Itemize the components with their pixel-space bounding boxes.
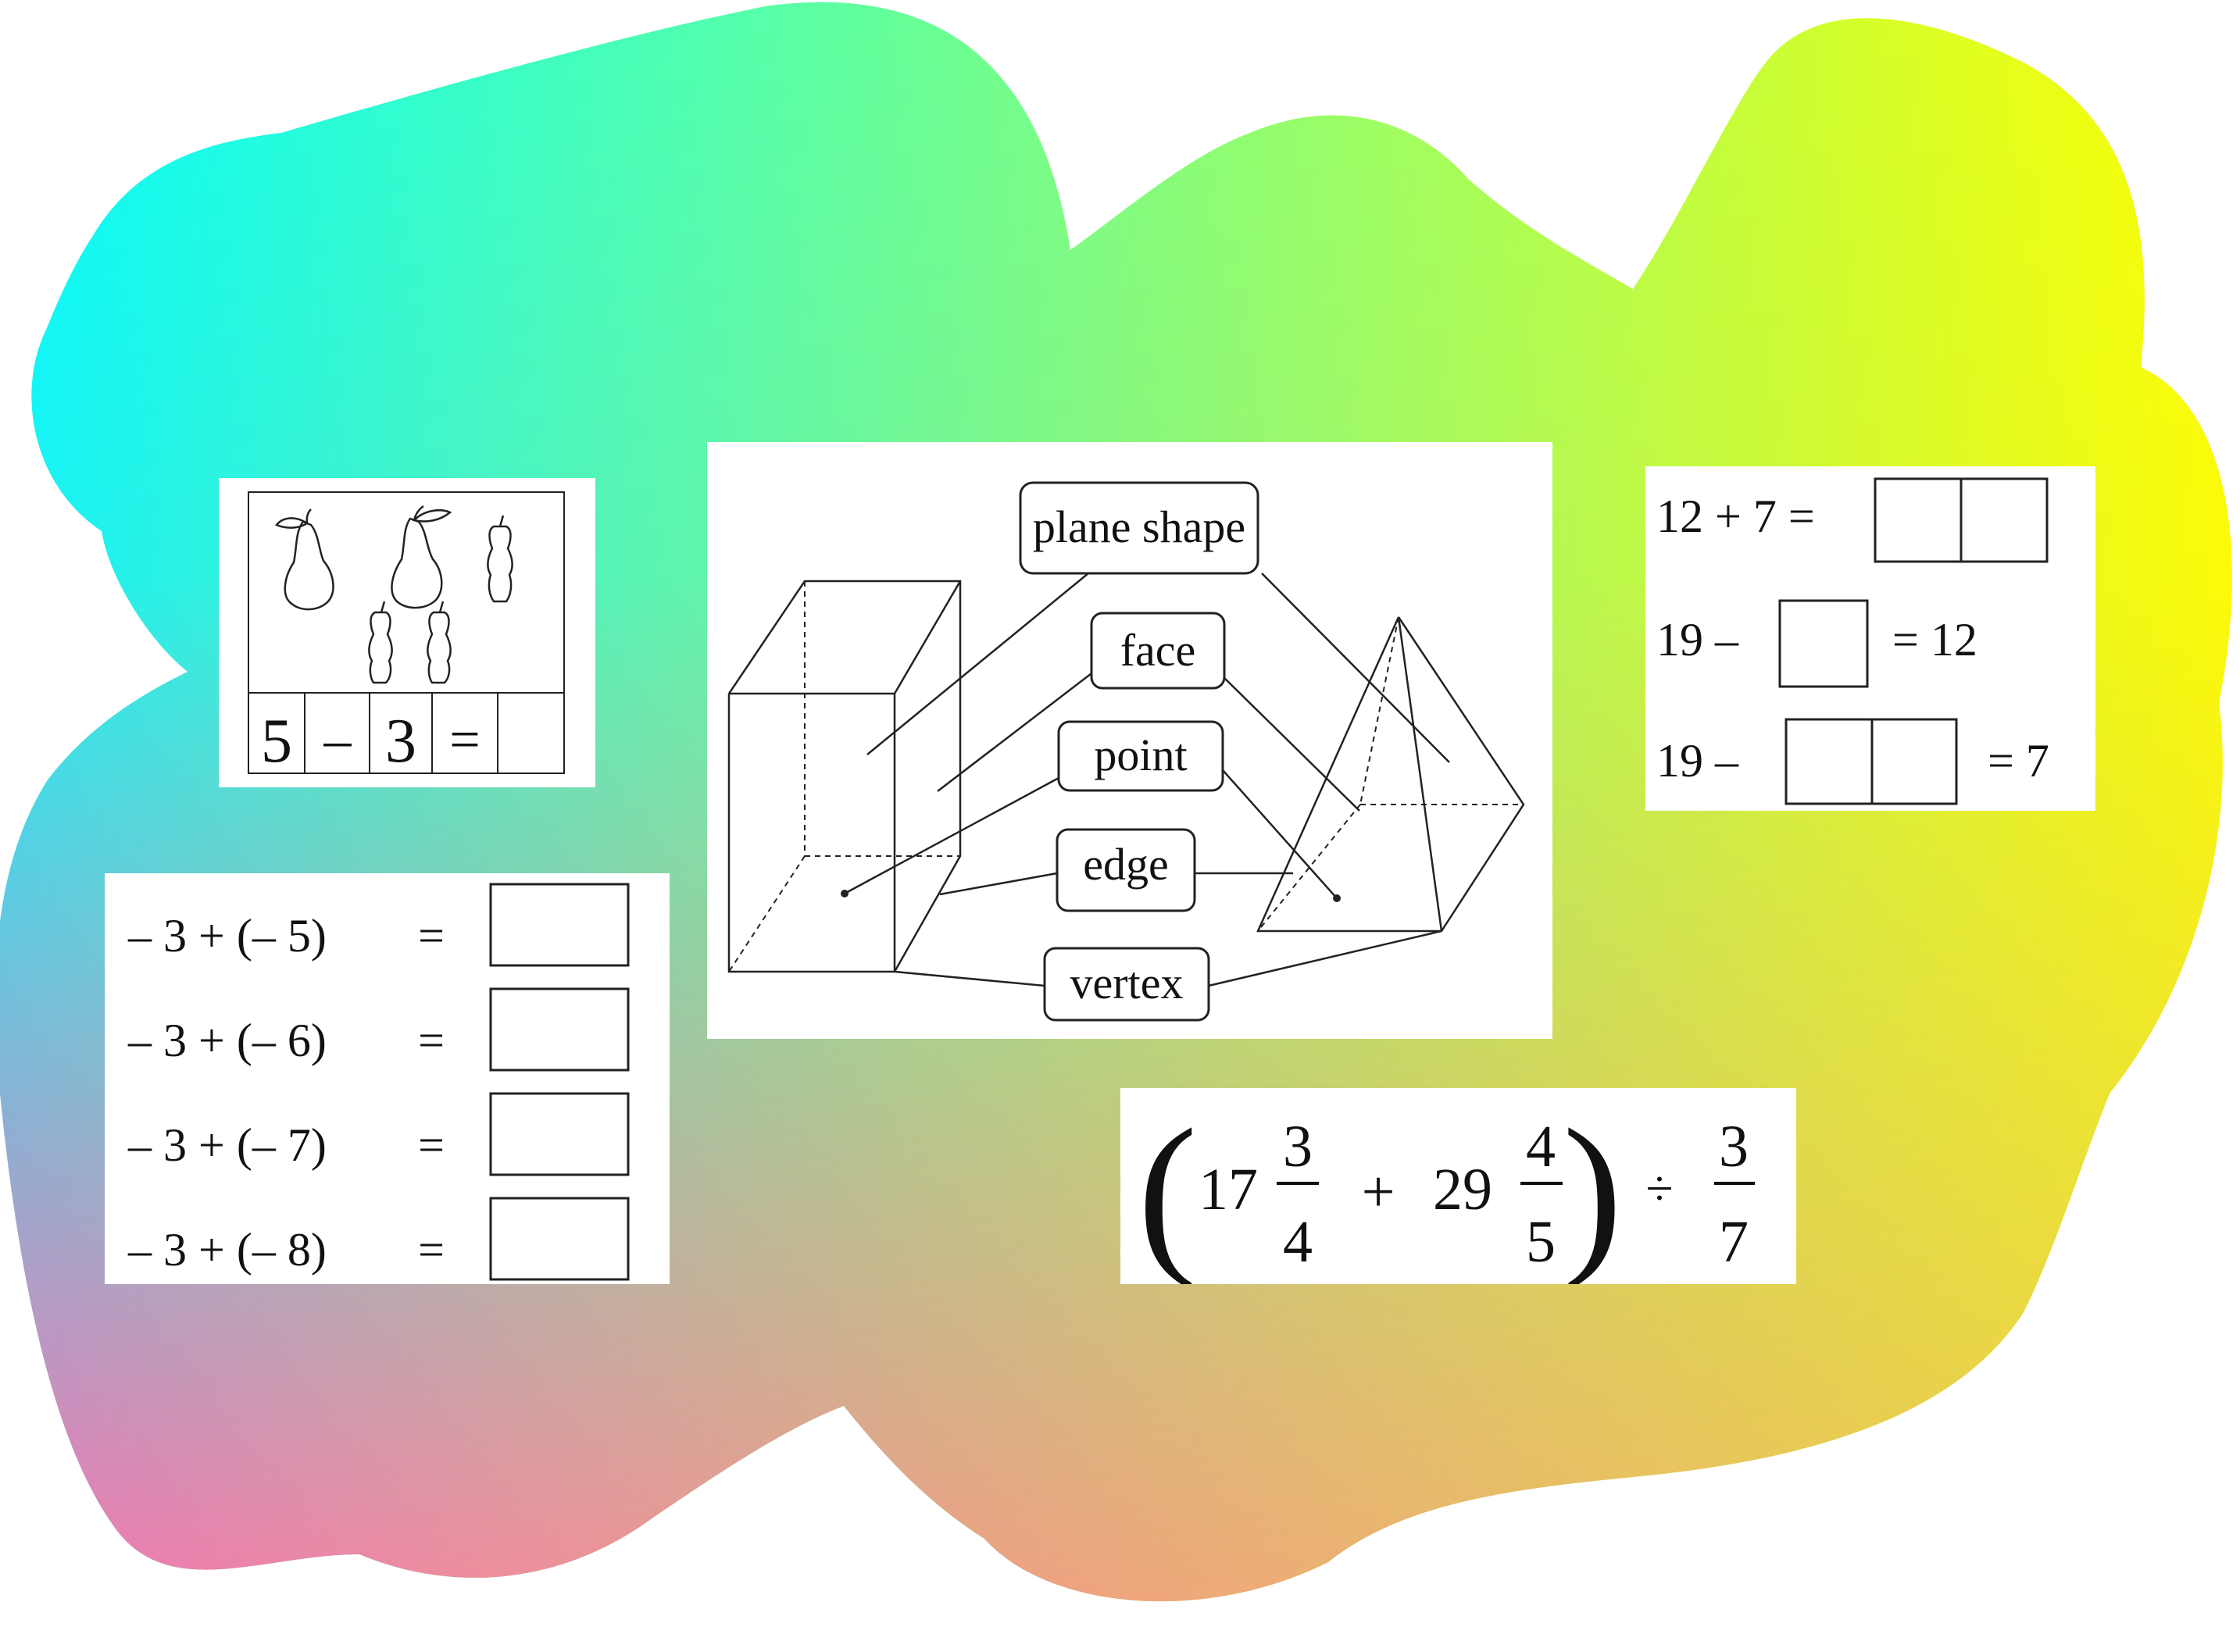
whole-number-17: 17 — [1199, 1157, 1258, 1222]
one-digit-answer-box[interactable] — [1778, 599, 1869, 688]
pear-icon — [391, 505, 452, 609]
label-vertex: vertex — [1043, 947, 1210, 1022]
fruit-subtraction-card: 5 – 3 = — [219, 478, 595, 787]
negative-expression: – 3 + (– 6) — [127, 1015, 327, 1066]
fruit-subtraction-figure: 5 – 3 = — [248, 491, 565, 776]
negative-expression: – 3 + (– 7) — [127, 1119, 327, 1171]
missing-number-card: 12 + 7 = 19 – = 12 19 – = 7 — [1645, 466, 2095, 811]
negative-equals-sign: = — [418, 1224, 445, 1276]
numerator-1: 3 — [1283, 1114, 1313, 1179]
missing-number-row: 12 + 7 = — [1656, 477, 2049, 563]
plus-sign: + — [1362, 1159, 1395, 1225]
apple-core-icon — [427, 601, 452, 684]
answer-box[interactable] — [489, 1197, 630, 1281]
whole-number-29: 29 — [1433, 1157, 1492, 1222]
negative-equals-sign: = — [418, 910, 445, 962]
fruit-minus-sign: – — [323, 710, 352, 770]
label-face: face — [1090, 612, 1226, 690]
label-plane-shape-text: plane shape — [1033, 501, 1245, 552]
division-sign: ÷ — [1645, 1161, 1673, 1216]
mixed-fraction-card: ( 17 3 4 + 29 4 5 ) ÷ 3 7 — [1120, 1088, 1796, 1291]
negative-equals-sign: = — [418, 1119, 445, 1171]
denominator-2: 5 — [1526, 1209, 1556, 1275]
answer-box[interactable] — [489, 987, 630, 1072]
row3-result: = 7 — [1988, 735, 2049, 787]
open-parenthesis: ( — [1138, 1092, 1198, 1284]
fruit-number-b: 3 — [385, 707, 416, 776]
row1-expression: 12 + 7 = — [1656, 491, 1815, 542]
solid-shapes-diagram: plane shape face point edge vertex — [727, 481, 1525, 1022]
negative-expression: – 3 + (– 5) — [127, 910, 327, 962]
label-point: point — [1057, 720, 1224, 792]
row3-expression: 19 – — [1656, 735, 1739, 787]
negative-expression: – 3 + (– 8) — [127, 1224, 327, 1276]
mixed-fraction-expression: ( 17 3 4 + 29 4 5 ) ÷ 3 7 — [1138, 1092, 1755, 1291]
rectangular-prism-shape — [727, 580, 962, 973]
negative-addition-figure: – 3 + (– 5) = – 3 + (– 6) = – 3 + (– 7) … — [127, 883, 630, 1281]
missing-number-figure: 12 + 7 = 19 – = 12 19 – = 7 — [1656, 477, 2049, 805]
label-vertex-text: vertex — [1070, 958, 1184, 1008]
numerator-3: 3 — [1719, 1114, 1749, 1179]
negative-addition-row: – 3 + (– 5) = — [127, 883, 630, 967]
label-face-text: face — [1120, 625, 1196, 676]
negative-equals-sign: = — [418, 1015, 445, 1066]
missing-number-row: 19 – = 12 — [1656, 599, 1977, 688]
negative-addition-row: – 3 + (– 8) = — [127, 1197, 630, 1281]
answer-box[interactable] — [489, 1092, 630, 1176]
fruit-number-a: 5 — [261, 707, 292, 776]
pear-icon — [274, 508, 334, 611]
leader-lines — [844, 573, 1450, 987]
negative-addition-row: – 3 + (– 7) = — [127, 1092, 630, 1176]
label-edge-text: edge — [1083, 839, 1169, 890]
pyramid-shape — [1256, 616, 1525, 933]
apple-core-icon — [487, 515, 513, 603]
label-point-text: point — [1094, 730, 1187, 780]
label-plane-shape: plane shape — [1019, 481, 1259, 575]
fruit-equals-sign: = — [449, 710, 480, 770]
missing-number-row: 19 – = 7 — [1656, 718, 2049, 805]
negative-addition-card: – 3 + (– 5) = – 3 + (– 6) = – 3 + (– 7) … — [105, 873, 670, 1284]
label-edge: edge — [1056, 828, 1196, 912]
close-parenthesis: ) — [1563, 1092, 1623, 1284]
apple-core-icon — [368, 601, 393, 684]
answer-box[interactable] — [489, 883, 630, 967]
numerator-2: 4 — [1526, 1114, 1556, 1179]
row2-expression: 19 – — [1656, 614, 1739, 665]
row2-result: = 12 — [1892, 614, 1977, 665]
denominator-1: 4 — [1283, 1209, 1313, 1275]
negative-addition-row: – 3 + (– 6) = — [127, 987, 630, 1072]
solid-shapes-diagram-card: plane shape face point edge vertex — [707, 442, 1552, 1039]
denominator-3: 7 — [1719, 1209, 1749, 1275]
